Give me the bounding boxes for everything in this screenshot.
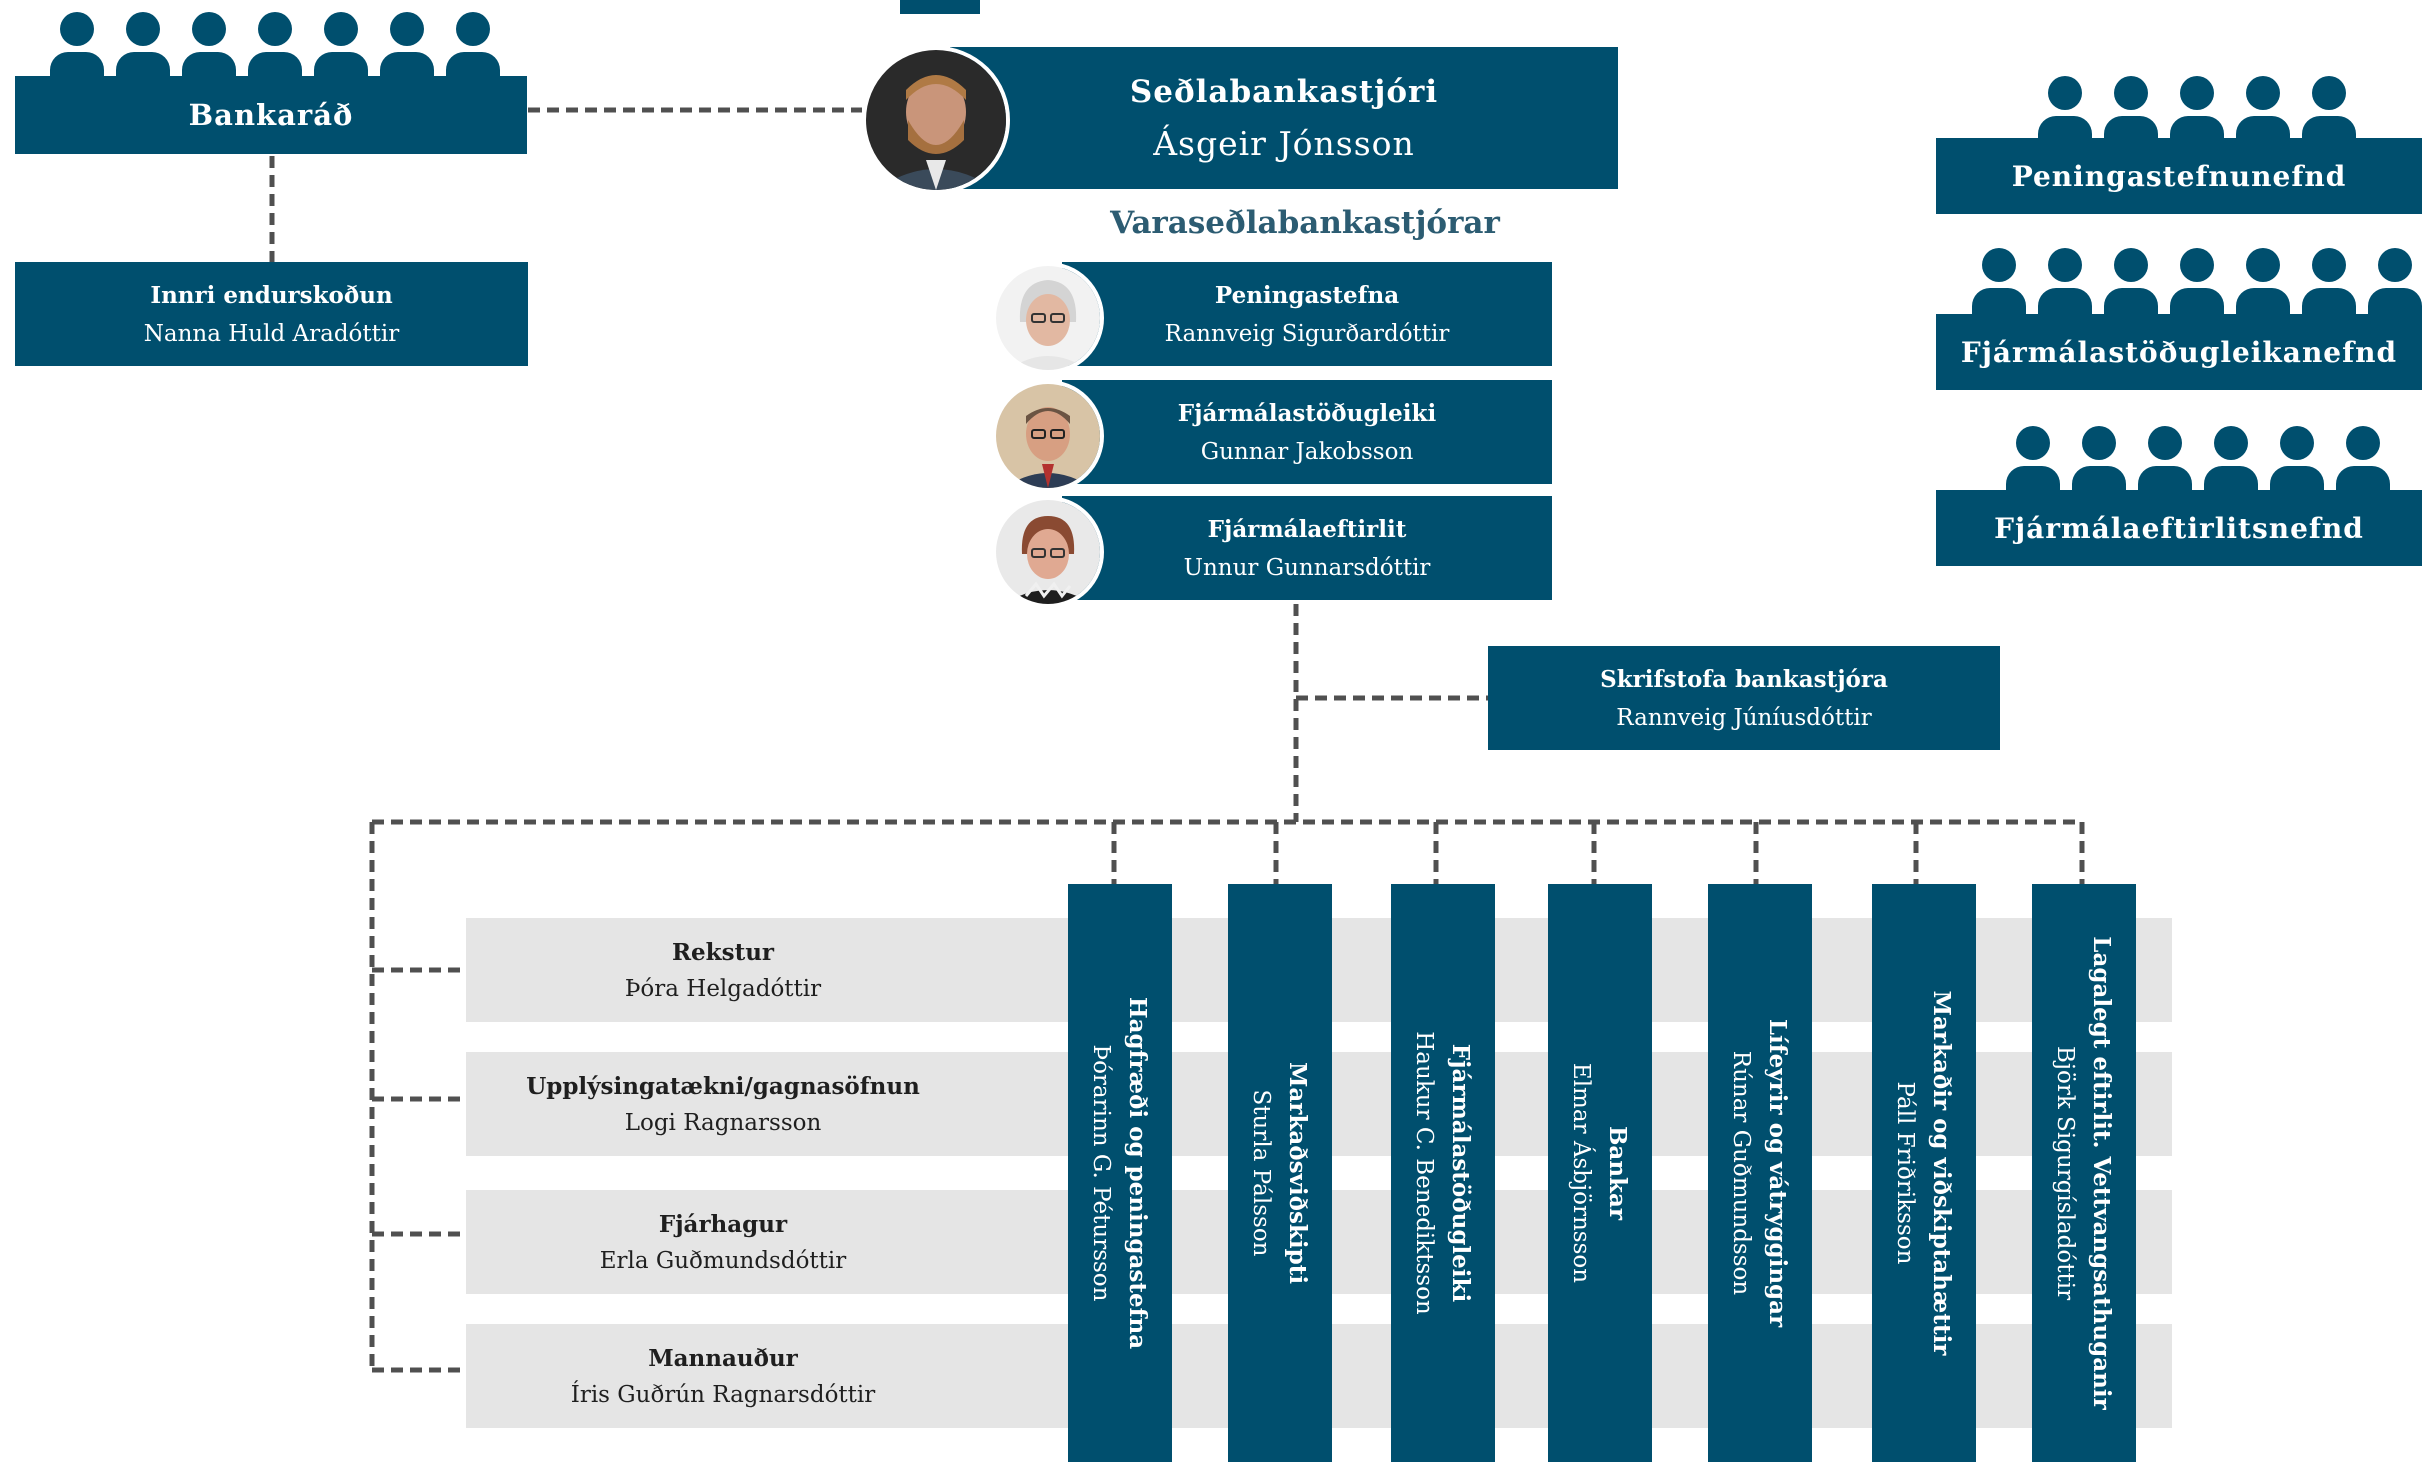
deputies-heading: Varaseðlabankastjórar bbox=[1110, 205, 1500, 241]
committee-label: Fjármálastöðugleikanefnd bbox=[1960, 335, 2398, 369]
department-column: Lagalegt eftirlit. Vettvangsathuganir Bjö… bbox=[2032, 884, 2136, 1462]
deputy-photo-monetary-policy bbox=[992, 262, 1104, 374]
deputy-photo-financial-stability bbox=[992, 380, 1104, 492]
deputy-box-financial-stability: Fjármálastöðugleiki Gunnar Jakobsson bbox=[1062, 380, 1552, 484]
support-unit-title: Fjárhagur bbox=[658, 1210, 788, 1238]
department-column: Hagfræði og peningastefna Þórarinn G. Pét… bbox=[1068, 884, 1172, 1462]
department-title: Lífeyrir og vátryggingar bbox=[1764, 1018, 1792, 1328]
committee-box-financial-stability: Fjármálastöðugleikanefnd bbox=[1936, 314, 2422, 390]
department-title: Lagalegt eftirlit. Vettvangsathuganir bbox=[2088, 936, 2116, 1410]
department-title: Markaðir og viðskiptahættir bbox=[1928, 990, 1956, 1356]
internal-audit-box: Innri endurskoðun Nanna Huld Aradóttir bbox=[15, 262, 528, 366]
deputy-box-financial-supervision: Fjármálaeftirlit Unnur Gunnarsdóttir bbox=[1062, 496, 1552, 600]
department-title: Hagfræði og peningastefna bbox=[1124, 996, 1152, 1350]
support-unit-name: Logi Ragnarsson bbox=[624, 1109, 822, 1136]
department-column: Fjármálastöðugleiki Haukur C. Benediktsso… bbox=[1391, 884, 1495, 1462]
department-column: Markaðir og viðskiptahættir Páll Friðriks… bbox=[1872, 884, 1976, 1462]
committee-people-icon bbox=[2036, 76, 2366, 146]
department-head: Páll Friðriksson bbox=[1892, 1081, 1919, 1265]
support-unit-title: Rekstur bbox=[671, 938, 775, 966]
support-unit-name: Íris Guðrún Ragnarsdóttir bbox=[570, 1381, 876, 1408]
committee-people-icon bbox=[2004, 426, 2400, 496]
committee-label: Fjármálaeftirlitsnefnd bbox=[1994, 511, 2364, 545]
deputy-name: Rannveig Sigurðardóttir bbox=[1164, 320, 1450, 347]
internal-audit-title: Innri endurskoðun bbox=[150, 281, 393, 309]
department-head: Björk Sigurgísladóttir bbox=[2052, 1045, 2079, 1301]
department-title: Bankar bbox=[1604, 1125, 1632, 1221]
department-title: Fjármálastöðugleiki bbox=[1447, 1043, 1475, 1303]
governor-title: Seðlabankastjóri bbox=[1129, 73, 1439, 110]
support-unit: Upplýsingatækni/gagnasöfnun Logi Ragnars… bbox=[466, 1052, 980, 1156]
board-label: Bankaráð bbox=[188, 98, 354, 132]
governor-name: Ásgeir Jónsson bbox=[1153, 123, 1415, 163]
department-head: Rúnar Guðmundsson bbox=[1728, 1050, 1755, 1296]
department-head: Þórarinn G. Pétursson bbox=[1088, 1044, 1115, 1302]
office-box: Skrifstofa bankastjóra Rannveig Júníusdó… bbox=[1488, 646, 2000, 750]
deputy-name: Unnur Gunnarsdóttir bbox=[1183, 554, 1431, 581]
internal-audit-name: Nanna Huld Aradóttir bbox=[143, 320, 400, 347]
board-people-icon bbox=[48, 12, 510, 82]
governor-box: Seðlabankastjóri Ásgeir Jónsson bbox=[950, 47, 1618, 189]
title-fragment bbox=[900, 0, 980, 14]
committee-box-financial-supervision: Fjármálaeftirlitsnefnd bbox=[1936, 490, 2422, 566]
support-unit: Rekstur Þóra Helgadóttir bbox=[466, 918, 980, 1022]
committee-label: Peningastefnunefnd bbox=[2011, 159, 2347, 193]
support-unit-name: Erla Guðmundsdóttir bbox=[599, 1247, 847, 1274]
deputy-title: Peningastefna bbox=[1214, 281, 1400, 309]
department-head: Haukur C. Benediktsson bbox=[1411, 1031, 1438, 1315]
deputy-title: Fjármálastöðugleiki bbox=[1177, 399, 1437, 427]
department-head: Elmar Ásbjörnsson bbox=[1568, 1062, 1595, 1284]
deputy-title: Fjármálaeftirlit bbox=[1207, 515, 1407, 543]
deputy-name: Gunnar Jakobsson bbox=[1200, 438, 1414, 465]
deputy-photo-financial-supervision bbox=[992, 496, 1104, 608]
governor-photo bbox=[862, 46, 1010, 194]
deputy-box-monetary-policy: Peningastefna Rannveig Sigurðardóttir bbox=[1062, 262, 1552, 366]
support-unit-name: Þóra Helgadóttir bbox=[624, 975, 822, 1002]
department-head: Sturla Pálsson bbox=[1248, 1089, 1275, 1257]
department-column: Bankar Elmar Ásbjörnsson bbox=[1548, 884, 1652, 1462]
office-name: Rannveig Júníusdóttir bbox=[1616, 704, 1872, 731]
department-column: Lífeyrir og vátryggingar Rúnar Guðmundsso… bbox=[1708, 884, 1812, 1462]
committee-people-icon bbox=[1970, 248, 2422, 318]
deputies-heading-box: Varaseðlabankastjórar bbox=[1090, 198, 1520, 248]
department-title: Markaðsviðskipti bbox=[1284, 1061, 1312, 1285]
support-unit: Mannauður Íris Guðrún Ragnarsdóttir bbox=[466, 1324, 980, 1428]
support-unit-title: Mannauður bbox=[648, 1344, 798, 1372]
support-unit-title: Upplýsingatækni/gagnasöfnun bbox=[526, 1072, 920, 1100]
board-box: Bankaráð bbox=[15, 76, 527, 154]
support-unit: Fjárhagur Erla Guðmundsdóttir bbox=[466, 1190, 980, 1294]
committee-box-monetary-policy: Peningastefnunefnd bbox=[1936, 138, 2422, 214]
office-title: Skrifstofa bankastjóra bbox=[1600, 665, 1888, 693]
department-column: Markaðsviðskipti Sturla Pálsson bbox=[1228, 884, 1332, 1462]
